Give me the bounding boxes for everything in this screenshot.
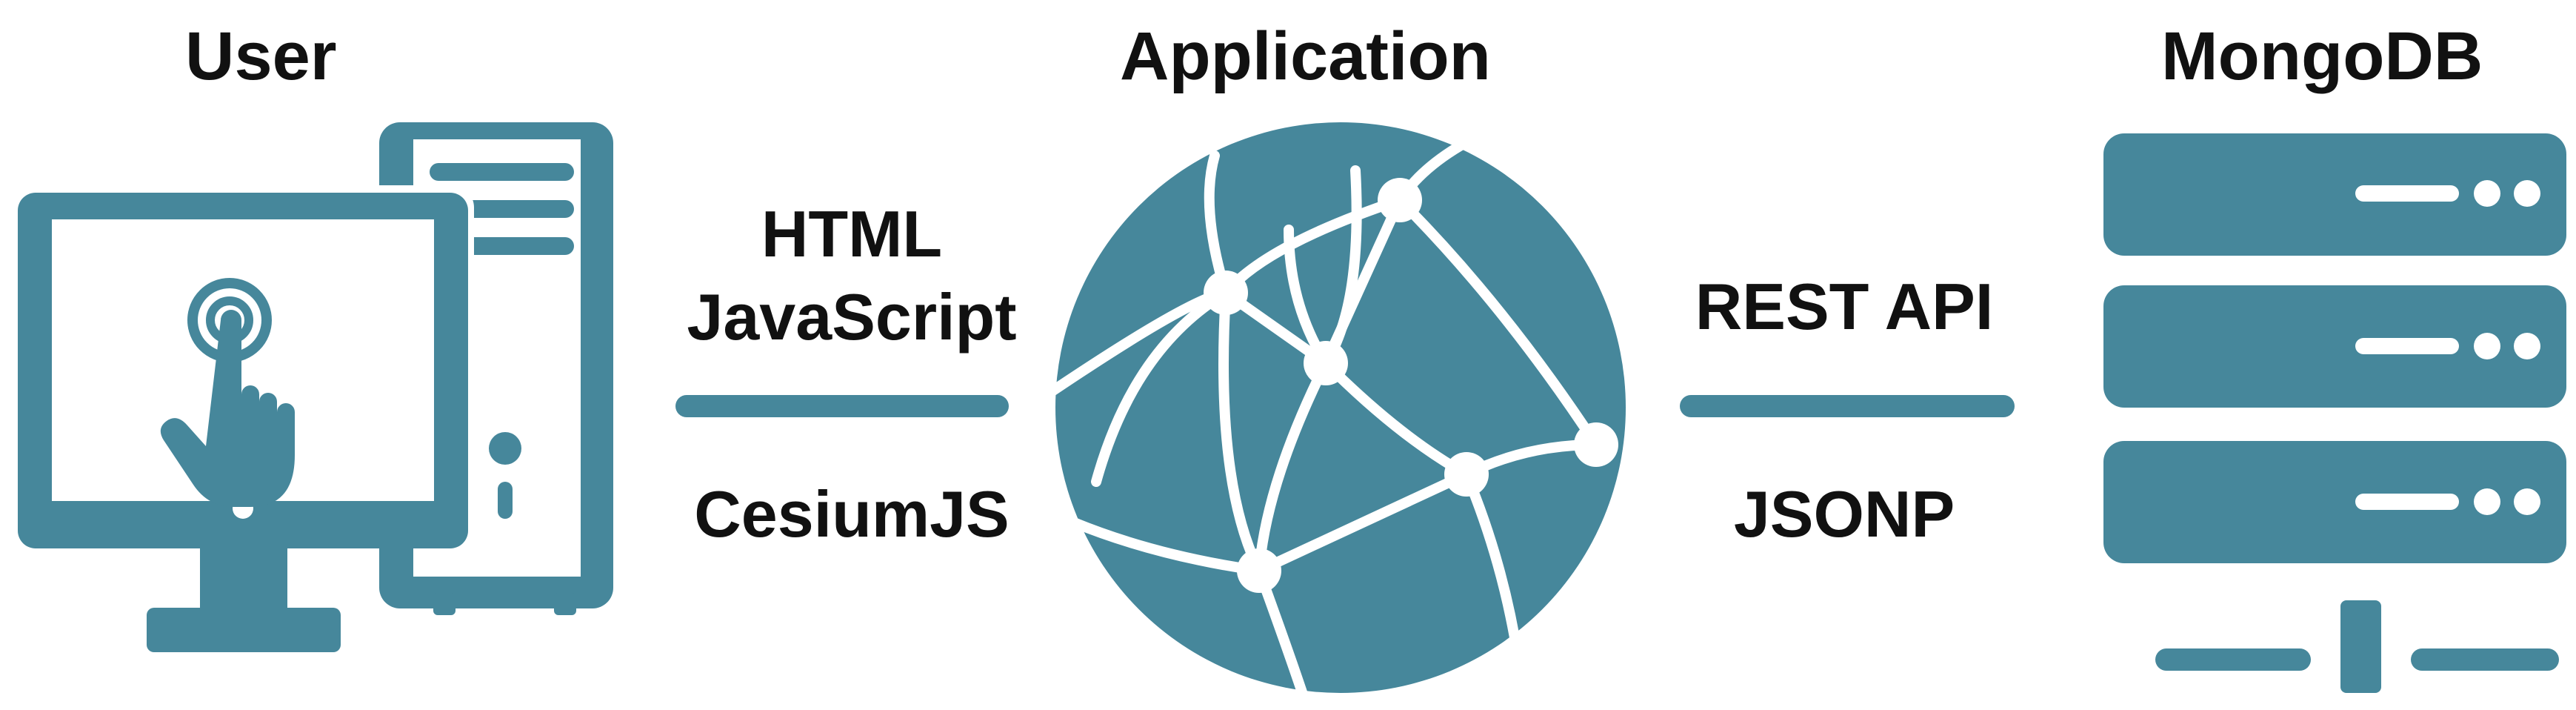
mongodb-heading: MongoDB [2161, 19, 2483, 94]
html-label: HTML [761, 197, 943, 271]
left-connector-line [675, 395, 1009, 417]
server-stack-icon [2103, 133, 2566, 693]
right-connector-line [1680, 395, 2015, 417]
application-heading: Application [1120, 19, 1491, 94]
javascript-label: JavaScript [687, 280, 1017, 354]
cesiumjs-label: CesiumJS [694, 477, 1010, 551]
rest-api-label: REST API [1695, 270, 1994, 343]
jsonp-label: JSONP [1733, 477, 1955, 551]
network-globe-icon [1039, 121, 1626, 702]
user-heading: User [185, 19, 337, 94]
computer-touch-icon [15, 122, 613, 652]
